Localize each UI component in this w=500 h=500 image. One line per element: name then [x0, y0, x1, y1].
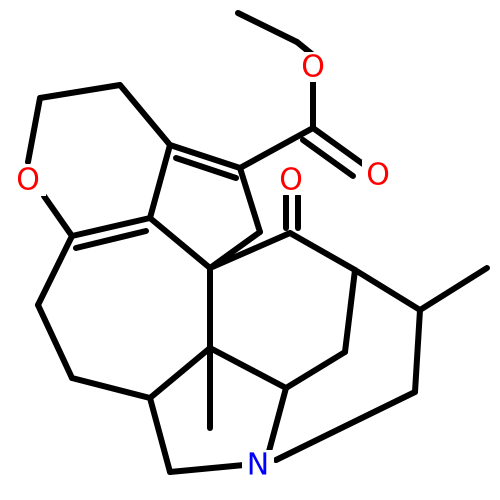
bond	[147, 395, 173, 475]
bond	[265, 385, 289, 458]
bond	[117, 82, 173, 148]
bond	[41, 193, 75, 239]
bond	[25, 95, 43, 165]
label-background	[274, 165, 308, 195]
label-background	[296, 52, 330, 82]
bond	[167, 462, 247, 475]
bond	[147, 345, 213, 401]
bond	[235, 10, 300, 45]
bond	[412, 307, 423, 395]
bond	[35, 302, 75, 381]
bond	[207, 230, 293, 271]
bond	[35, 233, 75, 308]
bond	[310, 125, 366, 167]
atom-oxygen-ketone: O	[279, 163, 303, 198]
bond	[147, 142, 173, 221]
bond	[237, 165, 263, 235]
bond	[352, 267, 423, 313]
atom-nitrogen: N	[247, 448, 269, 483]
bond	[173, 155, 239, 181]
bond	[73, 228, 149, 251]
label-background	[10, 164, 46, 196]
atom-oxygen-carbonyl-ester: O	[366, 158, 390, 193]
bonds	[25, 10, 490, 475]
label-background	[362, 160, 394, 190]
bond	[69, 375, 153, 401]
bond	[167, 142, 243, 171]
bond	[37, 82, 123, 101]
atom-labels: O O O O N	[10, 50, 394, 483]
bond	[417, 265, 490, 313]
bond	[69, 215, 153, 239]
bond	[147, 215, 213, 271]
bond	[342, 267, 358, 355]
bond	[237, 125, 316, 171]
bond	[283, 349, 348, 391]
bond	[300, 137, 356, 179]
bond	[287, 230, 358, 273]
bond	[207, 345, 289, 391]
bond	[273, 389, 418, 463]
atom-oxygen-ester: O	[301, 50, 325, 85]
atom-oxygen-ring: O	[16, 163, 40, 198]
label-background	[242, 450, 274, 480]
